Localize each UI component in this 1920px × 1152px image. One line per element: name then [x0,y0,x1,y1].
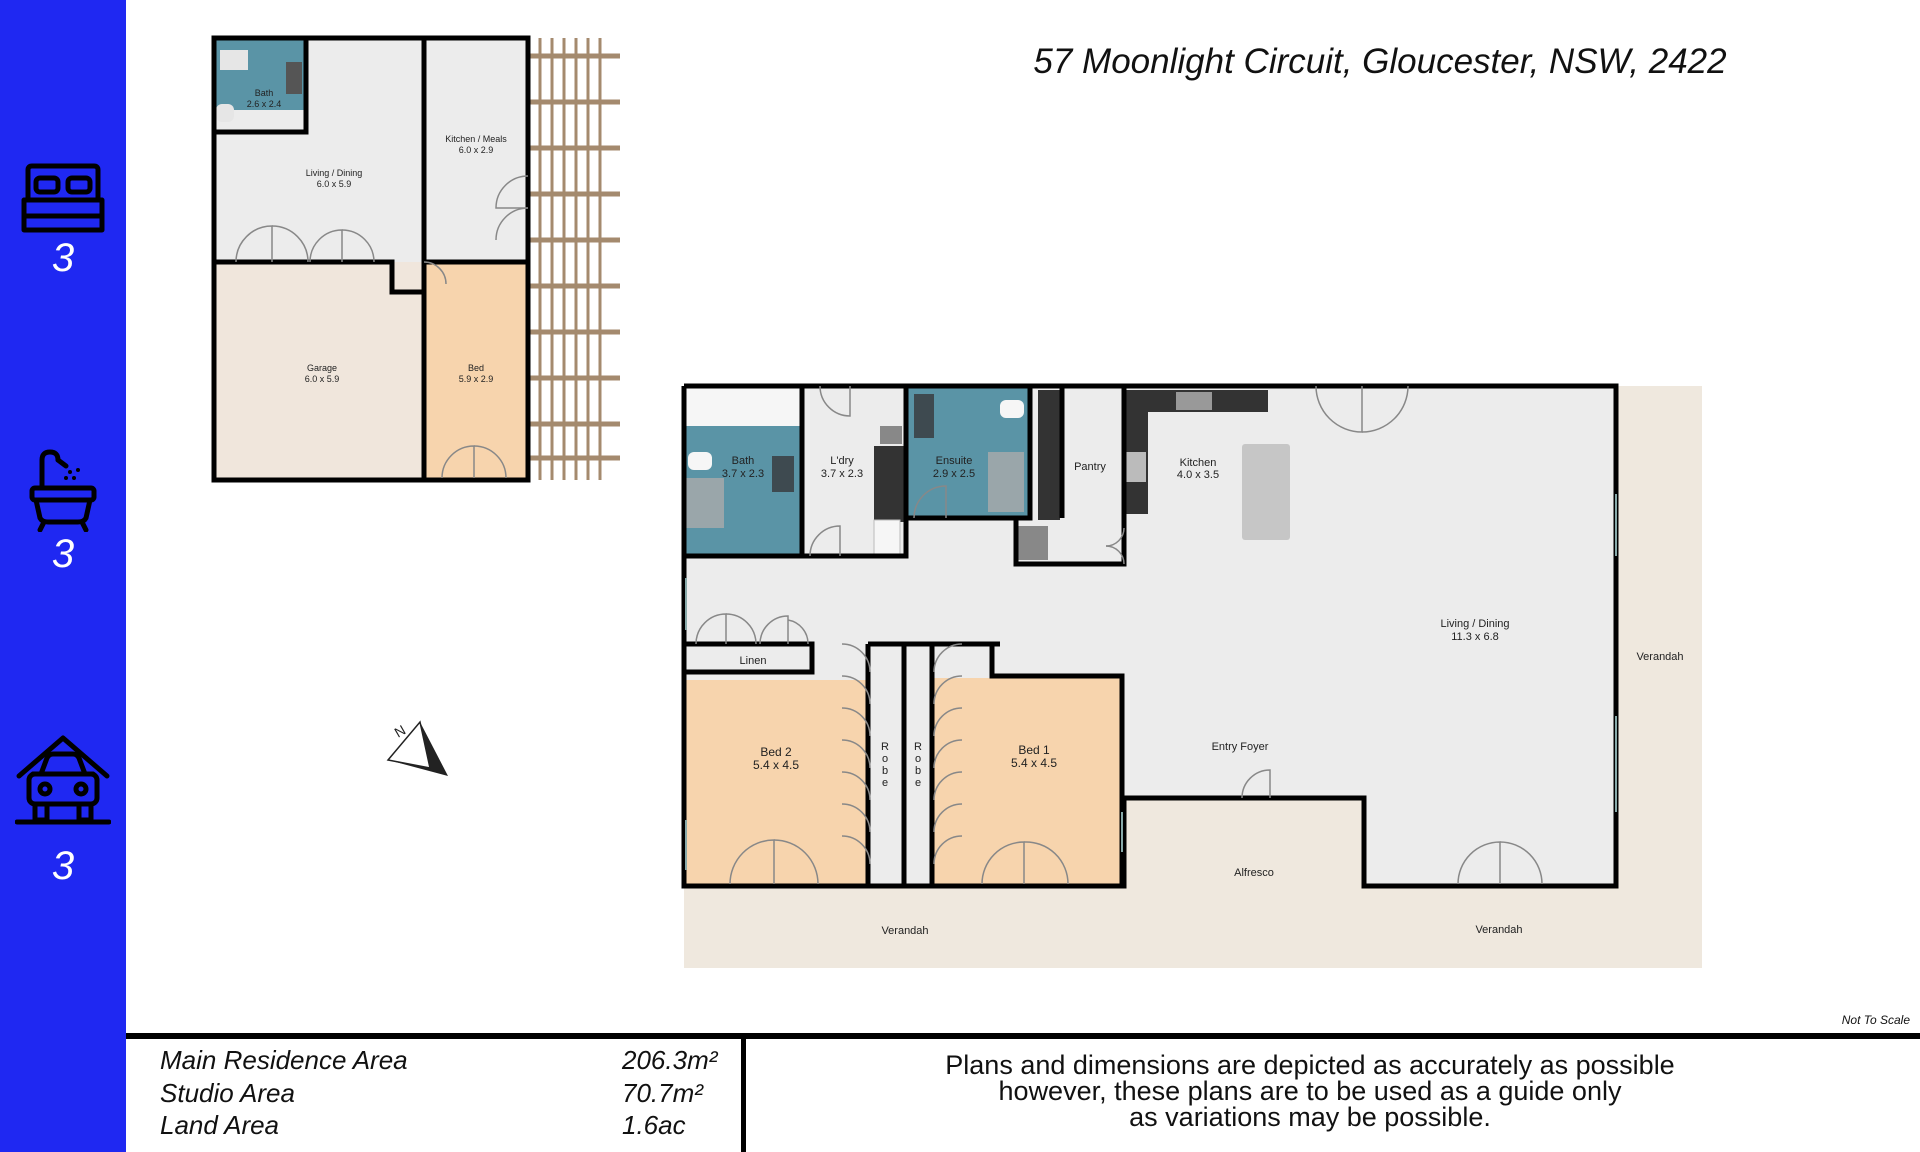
bed1-floor [932,678,1122,884]
robe-left-label: R o b e [881,741,889,789]
bathrooms-count: 3 [51,532,75,576]
linen-name: Linen [740,655,767,667]
studio-kitchen-size: 6.0 x 2.9 [459,145,494,155]
disclaimer-line: however, these plans are to be used as a… [998,1076,1622,1106]
studio-garage-floor [214,262,424,478]
studio-bath-name: Bath [255,88,274,98]
verandah-right [1616,386,1702,968]
studio-bed-name: Bed [468,363,484,373]
disclaimer-line: Plans and dimensions are depicted as acc… [945,1050,1675,1080]
disclaimer: Plans and dimensions are depicted as acc… [760,1050,1860,1132]
laundry-name: L'dry [830,455,854,467]
bed1-size: 5.4 x 4.5 [1011,756,1057,770]
bathtub-icon [29,449,97,532]
area-row-main: Main Residence Area 206.3m² [160,1045,760,1077]
area-value: 70.7m² [622,1078,703,1108]
area-label: Land Area [160,1110,280,1140]
area-value: 206.3m² [622,1045,718,1075]
footer-column-divider [741,1039,746,1152]
robe-left-letter: e [882,777,888,789]
property-address: 57 Moonlight Circuit, Gloucester, NSW, 2… [1033,42,1727,81]
robe-left-letter: b [882,765,888,777]
garages-stat: 3 [0,734,126,888]
sidebar: 3 3 3 [0,0,126,1152]
kitchen-island [1242,444,1290,540]
kitchen-name: Kitchen [1180,457,1217,469]
disclaimer-line: as variations may be possible. [1129,1102,1491,1132]
garages-count: 3 [51,844,75,888]
bed1-name: Bed 1 [1018,743,1050,757]
not-to-scale-note: Not To Scale [1841,1013,1910,1027]
robe-right-letter: e [915,777,921,789]
bed2-size: 5.4 x 4.5 [753,758,799,772]
area-label: Studio Area [160,1078,295,1108]
area-row-land: Land Area 1.6ac [160,1110,760,1142]
robe-right-letter: b [915,765,921,777]
living-name: Living / Dining [1440,618,1509,630]
verandah-right-name: Verandah [1636,651,1683,663]
verandah-bottom-right-name: Verandah [1475,924,1522,936]
bedrooms-stat: 3 [0,160,126,280]
studio-garage-size: 6.0 x 5.9 [305,374,340,384]
bath-name: Bath [732,455,755,467]
robe-left-letter: R [881,741,889,753]
alfresco-floor [1124,798,1364,886]
bathrooms-stat: 3 [0,448,126,576]
robe-right-letter: R [914,741,922,753]
area-label: Main Residence Area [160,1045,408,1075]
footer-divider [126,1033,1920,1039]
studio-bed-floor [426,262,528,478]
bedrooms-count: 3 [51,236,75,280]
pergola [530,38,620,480]
compass-icon: N [386,720,448,776]
kitchen-size: 4.0 x 3.5 [1177,469,1219,481]
area-value: 1.6ac [622,1110,686,1140]
studio-bath-size: 2.6 x 2.4 [247,99,282,109]
living-size: 11.3 x 6.8 [1451,631,1499,643]
pantry-name: Pantry [1074,461,1106,473]
studio-garage-name: Garage [307,363,337,373]
studio-bed-size: 5.9 x 2.9 [459,374,494,384]
bed-icon [21,163,105,233]
studio-living-name: Living / Dining [306,168,363,178]
laundry-size: 3.7 x 2.3 [821,468,863,480]
studio-plan: Bath 2.6 x 2.4 Living / Dining 6.0 x 5.9… [211,35,620,483]
robe-right-letter: o [915,753,921,765]
alfresco-name: Alfresco [1234,867,1274,879]
verandah-bottom [684,886,1702,968]
main-residence-plan: Bath 3.7 x 2.3 L'dry 3.7 x 2.3 Ensuite 2… [614,383,1702,968]
verandah-bottom-left-name: Verandah [881,925,928,937]
studio-kitchen-name: Kitchen / Meals [445,134,507,144]
bed2-name: Bed 2 [760,745,792,759]
ensuite-name: Ensuite [936,455,973,467]
bath-size: 3.7 x 2.3 [722,468,764,480]
ensuite-size: 2.9 x 2.5 [933,468,975,480]
robe-right-label: R o b e [914,741,922,789]
floor-plan: Bath 2.6 x 2.4 Living / Dining 6.0 x 5.9… [211,35,1702,968]
entry-foyer-name: Entry Foyer [1212,741,1269,753]
garage-car-icon [15,735,111,825]
robe-left-letter: o [882,753,888,765]
bed2-floor [686,680,868,884]
studio-living-size: 6.0 x 5.9 [317,179,352,189]
area-row-studio: Studio Area 70.7m² [160,1078,760,1110]
